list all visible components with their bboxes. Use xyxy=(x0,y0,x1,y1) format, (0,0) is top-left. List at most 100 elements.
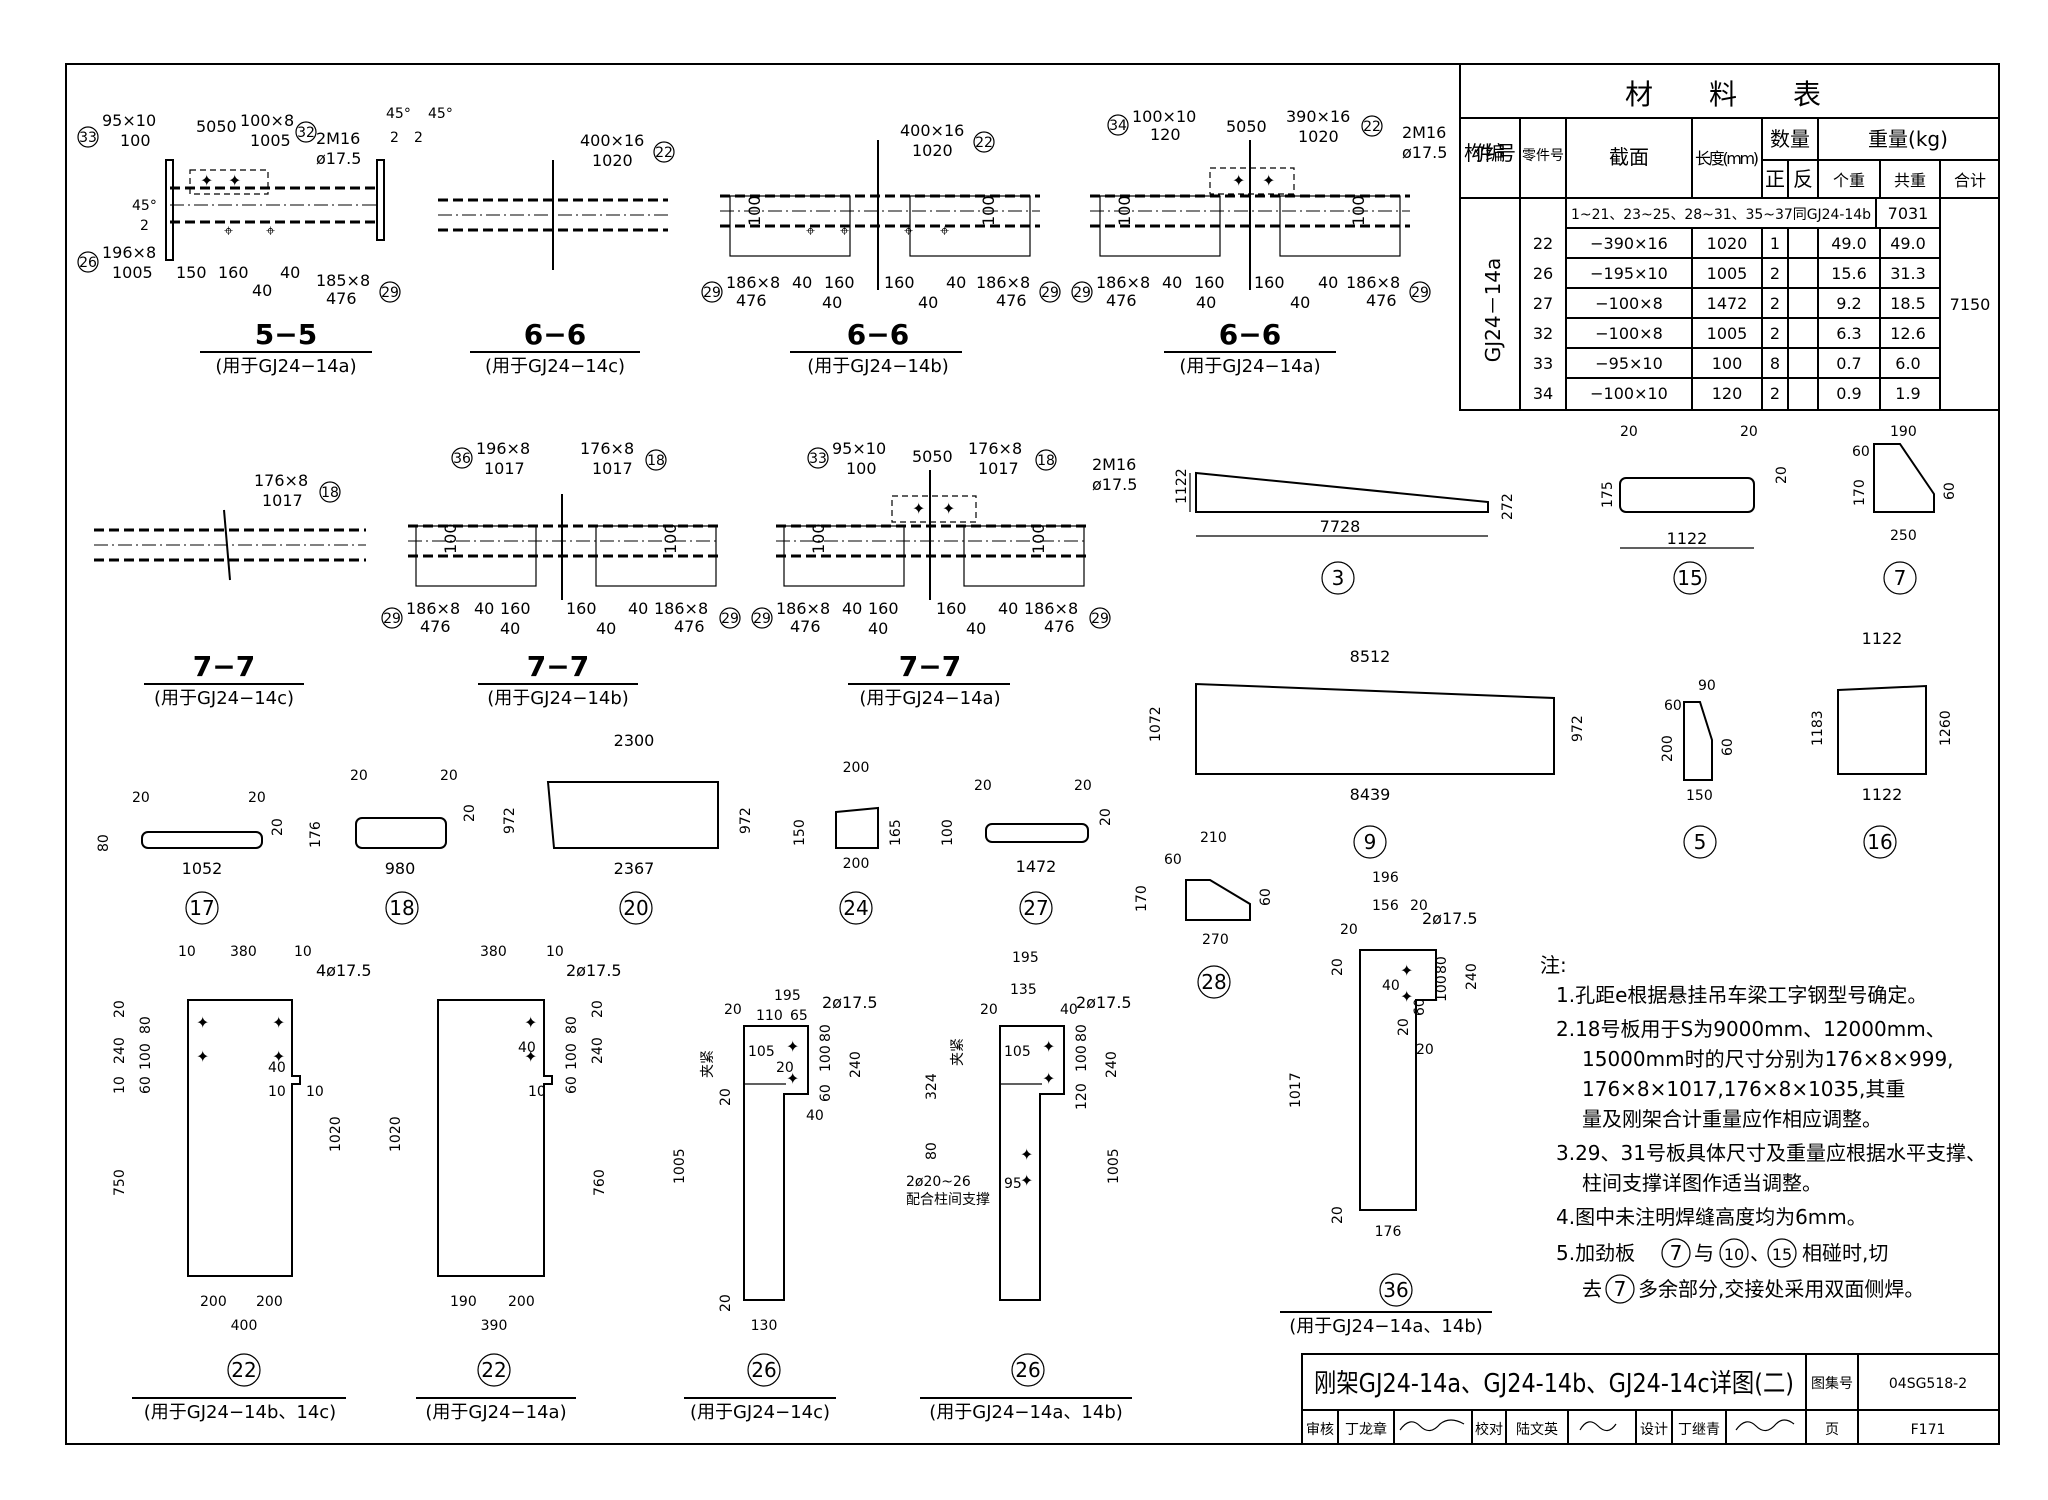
tag-29 xyxy=(1039,281,1061,303)
svg-text:18: 18 xyxy=(1037,453,1055,469)
tag-22 xyxy=(653,141,675,163)
table-cell-section: −195×10 xyxy=(1590,264,1668,283)
plate-5: 90 60 200 60 150 5 xyxy=(1660,678,1736,859)
tag-22 xyxy=(973,131,995,153)
dim: 20 xyxy=(350,768,368,784)
dim: 100×10 xyxy=(1132,107,1196,126)
svg-text:29: 29 xyxy=(1041,285,1059,301)
plate-3: 1122 7728 272 3 xyxy=(1174,468,1516,595)
title-block: 刚架GJ24-14a、GJ24-14b、GJ24-14c详图(二) 图集号 04… xyxy=(1301,1353,2000,1445)
dim: 40 xyxy=(998,599,1018,618)
hdr-member-no: 构件编号 xyxy=(1464,141,1516,165)
dim: 60 xyxy=(138,1076,154,1094)
dim: 配合柱间支撑 xyxy=(906,1192,990,1208)
dim: 1005 xyxy=(672,1148,688,1184)
svg-text:✦: ✦ xyxy=(196,1013,209,1032)
table-cell-length: 1472 xyxy=(1707,294,1748,313)
table-cell-length: 100 xyxy=(1712,354,1743,373)
dim: 95 xyxy=(1004,1176,1022,1192)
dim: 20 xyxy=(776,1060,794,1076)
dim: 100 xyxy=(1074,1045,1090,1072)
table-cell-each: 0.9 xyxy=(1836,384,1861,403)
dim: 40 xyxy=(518,1040,536,1056)
dim: 40 xyxy=(918,293,938,312)
dim: 40 xyxy=(792,273,812,292)
dim: 176×8 xyxy=(968,439,1022,458)
section-6-6-b: ⌖ ⌖ ⌖ ⌖ 400×16 1020 22 100 100 29 186×8 … xyxy=(701,121,1061,377)
dim: 100×8 xyxy=(240,111,294,130)
dim: 150 xyxy=(792,819,808,846)
hdr-w-total: 共重 xyxy=(1894,171,1926,190)
hdr-qty-pos: 正 xyxy=(1765,167,1785,191)
dim: 150 xyxy=(176,263,207,282)
dim: 80 xyxy=(138,1016,154,1034)
dim: 1472 xyxy=(1016,857,1057,876)
dim: 250 xyxy=(1890,528,1917,544)
dim: 40 xyxy=(1162,273,1182,292)
svg-text:36: 36 xyxy=(1383,1278,1408,1302)
dim: 2ø17.5 xyxy=(566,961,622,980)
dim: 5050 xyxy=(196,117,237,136)
table-cell-total: 12.6 xyxy=(1890,324,1926,343)
dim: 60 xyxy=(1412,998,1428,1016)
dim: 1122 xyxy=(1862,629,1903,648)
dim: 60 xyxy=(818,1084,834,1102)
dim: 7728 xyxy=(1320,517,1361,536)
dim: 80 xyxy=(564,1016,580,1034)
dim: 4ø17.5 xyxy=(316,961,372,980)
table-cell-total: 49.0 xyxy=(1890,234,1926,253)
note-line: 3.29、31号板具体尺寸及重量应根据水平支撑、 xyxy=(1556,1141,1986,1165)
dim: 185×8 xyxy=(316,271,370,290)
dim: 60 xyxy=(1258,888,1274,906)
svg-text:33: 33 xyxy=(809,451,827,467)
svg-text:20: 20 xyxy=(623,896,648,920)
designer-name: 丁继青 xyxy=(1678,1422,1720,1438)
svg-text:17: 17 xyxy=(189,896,214,920)
checker-name: 陆文英 xyxy=(1516,1421,1558,1438)
plate-18: 20 20 20 176 980 18 xyxy=(308,768,478,925)
note-line: 、 xyxy=(1750,1241,1770,1265)
dim: 196 xyxy=(1372,870,1399,886)
table-cell-total: 18.5 xyxy=(1890,294,1926,313)
svg-text:⌖: ⌖ xyxy=(940,221,949,240)
dim: 400×16 xyxy=(580,131,644,150)
dim: 200 xyxy=(256,1294,283,1310)
dim: 90 xyxy=(1698,678,1716,694)
dim: 100 xyxy=(818,1045,834,1072)
svg-text:29: 29 xyxy=(1411,285,1429,301)
notes: 注: 1.孔距e根据悬挂吊车梁工字钢型号确定。 2.18号板用于S为9000mm… xyxy=(1540,953,1986,1304)
svg-text:✦: ✦ xyxy=(1042,1037,1055,1056)
designer-signature xyxy=(1735,1419,1795,1432)
dim: 100 xyxy=(1434,975,1450,1002)
section-6-6-c: 400×16 1020 22 6−6 (用于GJ24−14c) xyxy=(438,131,675,377)
svg-text:28: 28 xyxy=(1201,970,1226,994)
table-cell-part: 34 xyxy=(1533,384,1553,403)
part-tag-18 xyxy=(385,891,419,925)
dim: 60 xyxy=(1164,852,1182,868)
table-cell-pos: 2 xyxy=(1770,324,1780,343)
dim: 972 xyxy=(738,807,754,834)
table-cell-part: 22 xyxy=(1533,234,1553,253)
note-line: 相碰时,切 xyxy=(1802,1241,1888,1265)
dim: 1122 xyxy=(1862,785,1903,804)
note-line: 2.18号板用于S为9000mm、12000mm、 xyxy=(1556,1017,1946,1041)
dim: ø17.5 xyxy=(1092,475,1137,494)
dim: 760 xyxy=(592,1169,608,1196)
tag-18 xyxy=(319,481,341,503)
plate-16: 1122 1122 1183 1260 16 xyxy=(1810,629,1954,859)
dim: 2ø17.5 xyxy=(822,993,878,1012)
svg-text:18: 18 xyxy=(647,453,665,469)
dim: 20 xyxy=(718,1088,734,1106)
hdr-length: 长度(mm) xyxy=(1695,149,1759,168)
dim: 20 xyxy=(1410,898,1428,914)
dim: 380 xyxy=(230,944,257,960)
dim: 200 xyxy=(508,1294,535,1310)
svg-text:✦: ✦ xyxy=(524,1013,537,1032)
plate-caption: (用于GJ24−14a、14b) xyxy=(1289,1316,1483,1337)
dim: 100 xyxy=(120,131,151,150)
part-tag-20 xyxy=(619,891,653,925)
dim: 195 xyxy=(774,988,801,1004)
dim: 20 xyxy=(112,1000,128,1018)
note-line: 1.孔距e根据悬挂吊车梁工字钢型号确定。 xyxy=(1556,983,1927,1007)
plate-caption: (用于GJ24−14b、14c) xyxy=(144,1402,336,1423)
